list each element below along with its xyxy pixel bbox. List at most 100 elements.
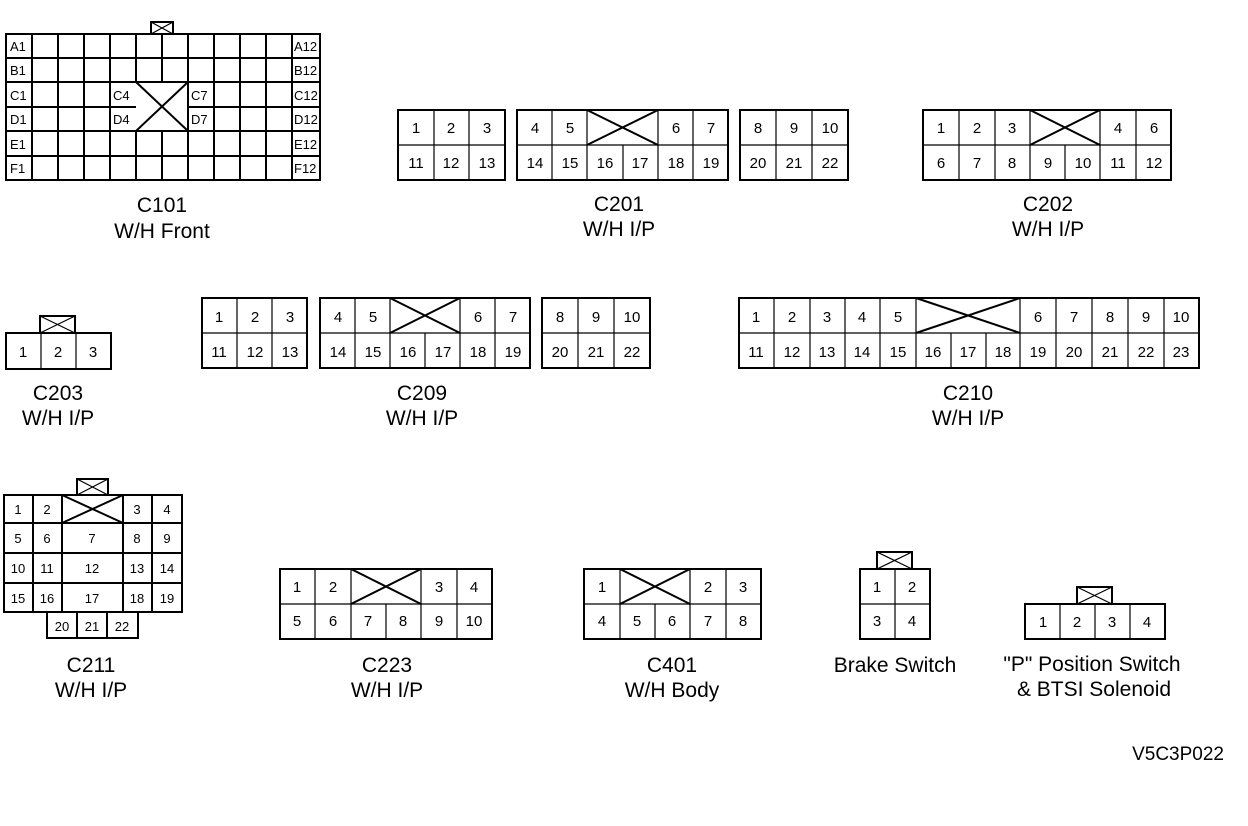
c223-pin: 9 [435,613,443,630]
c210-pin: 12 [784,344,801,361]
connector-c223: 1 2 3 4 5 6 7 8 9 10 C223 W/H I/P [279,568,493,702]
brake-switch-pin: 2 [908,579,916,596]
c202-pin: 12 [1146,155,1163,172]
c210-pin: 3 [823,309,831,326]
c202-pin: 11 [1110,155,1126,172]
c209-pin: 13 [282,344,299,361]
c210-pin: 6 [1034,309,1042,326]
c223-pin: 8 [399,613,407,630]
c211-pin: 18 [130,591,144,606]
p-position-pin: 3 [1108,614,1116,631]
c209-pin: 16 [400,344,417,361]
c209-pin: 19 [505,344,522,361]
c203-pin: 1 [19,344,27,361]
c210-pin: 5 [894,309,902,326]
c201-pin-3: 3 [483,120,491,137]
c211-pin: 2 [43,502,50,517]
c101-row-label-left: F1 [10,161,25,176]
c202-pin: 3 [1008,120,1016,137]
p-position-name-line1: "P" Position Switch [1003,653,1180,676]
p-position-pin: 1 [1039,614,1047,631]
c209-pin: 7 [509,309,517,326]
c202-name: C202 [1023,193,1073,216]
c101-inner-label: C7 [191,88,208,103]
c211-pin: 8 [133,531,140,546]
brake-switch-pin: 1 [873,579,881,596]
c201-pin-18: 18 [668,155,685,172]
c201-pin-12: 12 [443,155,460,172]
c211-pin: 13 [130,561,144,576]
c401-pin: 4 [598,613,606,630]
connector-c201: 1 2 3 4 5 6 7 8 9 10 11 12 13 14 15 16 1… [397,109,849,241]
c209-pin: 6 [474,309,482,326]
p-position-name-line2: & BTSI Solenoid [1017,678,1171,701]
c210-pin: 21 [1102,344,1119,361]
c401-pin: 1 [598,579,606,596]
c209-pin: 22 [624,344,641,361]
connector-p-position-switch: 1 2 3 4 "P" Position Switch & BTSI Solen… [1003,586,1181,701]
c101-name: C101 [137,194,187,217]
c210-pin: 10 [1173,309,1190,326]
c202-pin: 9 [1044,155,1052,172]
c201-location: W/H I/P [583,218,655,241]
c210-pin: 9 [1142,309,1150,326]
p-position-pin: 4 [1143,614,1151,631]
c401-pin: 2 [704,579,712,596]
connector-c401: 1 2 3 4 5 6 7 8 C401 W/H Body [583,568,762,702]
connector-c203: 1 2 3 C203 W/H I/P [5,315,112,430]
c210-pin: 1 [752,309,760,326]
c101-location: W/H Front [114,220,210,243]
c223-pin: 4 [470,579,478,596]
c210-pin: 2 [788,309,796,326]
c211-name: C211 [67,654,116,677]
figure-id: V5C3P022 [1132,744,1224,765]
c211-pin: 9 [163,531,170,546]
c210-pin: 4 [858,309,866,326]
c209-name: C209 [397,382,447,405]
c223-pin: 7 [364,613,372,630]
c203-location: W/H I/P [22,407,94,430]
c201-pin-14: 14 [527,155,544,172]
c209-pin: 21 [588,344,605,361]
c209-location: W/H I/P [386,407,458,430]
c211-pin: 17 [85,591,99,606]
c201-pin-7: 7 [707,120,715,137]
c101-row-label-right: B12 [294,63,317,78]
c101-row-label-right: C12 [294,88,318,103]
c401-location: W/H Body [625,679,720,702]
c209-pin: 2 [251,309,259,326]
c203-pin: 3 [89,344,97,361]
c209-pin: 8 [556,309,564,326]
c210-pin: 11 [748,344,764,361]
c223-pin: 3 [435,579,443,596]
c223-pin: 2 [329,579,337,596]
c209-pin: 9 [592,309,600,326]
c201-pin-4: 4 [531,120,539,137]
c201-pin-21: 21 [786,155,803,172]
c210-pin: 14 [854,344,871,361]
c210-pin: 13 [819,344,836,361]
c211-pin: 1 [14,502,21,517]
c201-pin-5: 5 [566,120,574,137]
c201-pin-15: 15 [562,155,579,172]
connector-c202: 1 2 3 4 6 6 7 8 9 10 11 12 C202 W/H I/P [922,109,1172,241]
p-position-pin: 2 [1073,614,1081,631]
c210-pin: 7 [1070,309,1078,326]
c211-pin: 10 [11,561,25,576]
c401-pin: 6 [668,613,676,630]
c202-location: W/H I/P [1012,218,1084,241]
c223-pin: 1 [293,579,301,596]
c201-pin-16: 16 [597,155,614,172]
c201-pin-2: 2 [447,120,455,137]
c210-pin: 16 [925,344,942,361]
c101-row-label-left: A1 [10,39,26,54]
c101-row-label-left: E1 [10,137,26,152]
c101-row-label-right: F12 [294,161,316,176]
c210-location: W/H I/P [932,407,1004,430]
c209-pin: 15 [365,344,382,361]
c210-pin: 18 [995,344,1012,361]
c201-pin-17: 17 [632,155,649,172]
c211-pin: 20 [55,619,69,634]
c201-pin-19: 19 [703,155,720,172]
